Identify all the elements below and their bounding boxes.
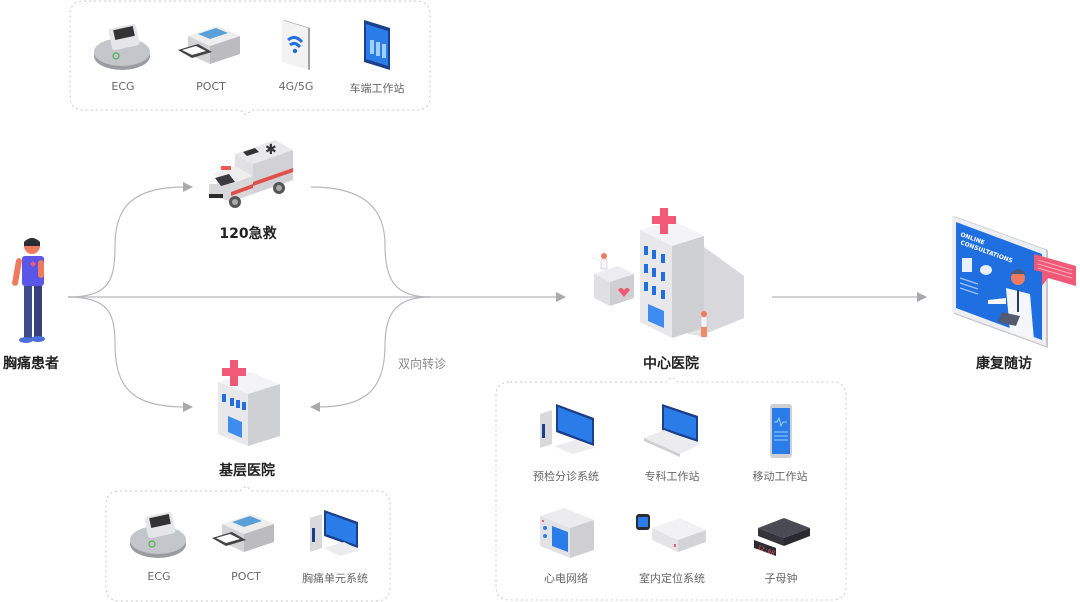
patient-figure-icon	[12, 238, 45, 343]
device-label: 子母钟	[764, 572, 798, 585]
device-label: 专科工作站	[644, 470, 700, 483]
desktop-computer-icon	[540, 404, 594, 454]
online-consultation-tablet-icon: ONLINE CONSULTATIONS	[952, 216, 1076, 348]
wifi-tablet-icon	[282, 20, 310, 70]
svg-text:✱: ✱	[265, 142, 277, 158]
arrow-head	[183, 182, 193, 192]
central-hospital-building-icon	[591, 208, 744, 338]
device-label: ECG	[111, 80, 135, 93]
poct-analyzer-icon	[178, 26, 240, 64]
arrow-head	[556, 292, 566, 302]
referral-line	[317, 296, 431, 408]
primary-devices-box	[105, 485, 391, 602]
device-label: 预检分诊系统	[533, 470, 599, 483]
ambulance-icon: ✱	[209, 140, 293, 208]
ecg-monitor-icon	[130, 511, 186, 558]
device-label: POCT	[196, 80, 226, 93]
arrow-head	[310, 402, 320, 412]
device-label: 4G/5G	[278, 80, 314, 93]
poct-analyzer-icon	[212, 514, 274, 552]
device-label: ECG	[147, 570, 171, 583]
smartphone-icon	[770, 404, 792, 458]
node-label-primary-hospital: 基层医院	[219, 463, 275, 479]
node-label-central-hospital: 中心医院	[643, 356, 699, 372]
edge-label-referral: 双向转诊	[398, 357, 447, 371]
arrow-head	[917, 292, 927, 302]
device-label: 心电网络	[544, 572, 588, 585]
patient-to-primary-line	[67, 296, 186, 408]
patient-to-ambulance-line	[67, 186, 186, 298]
primary-hospital-building-icon	[218, 360, 280, 446]
device-label: 室内定位系统	[639, 572, 705, 585]
device-label: 移动工作站	[752, 470, 808, 483]
positioning-device-icon	[636, 514, 706, 552]
laptop-icon	[644, 404, 700, 457]
device-label: 车端工作站	[349, 82, 405, 95]
svg-text:12:08: 12:08	[756, 544, 776, 557]
device-label: 胸痛单元系统	[302, 572, 368, 585]
node-label-rehab: 康复随访	[976, 356, 1032, 372]
node-label-patient: 胸痛患者	[3, 356, 59, 372]
tablet-workstation-icon	[364, 20, 390, 70]
ambulance-to-central-line	[310, 186, 431, 298]
node-label-ambulance: 120急救	[219, 226, 277, 242]
digital-clock-icon: 12:08	[754, 518, 810, 557]
device-label: POCT	[231, 570, 261, 583]
ambulance-devices-box	[69, 0, 431, 116]
arrow-head	[183, 402, 193, 412]
desktop-computer-icon	[310, 510, 360, 556]
ecg-network-device-icon	[540, 508, 594, 558]
ecg-monitor-icon	[94, 23, 150, 70]
